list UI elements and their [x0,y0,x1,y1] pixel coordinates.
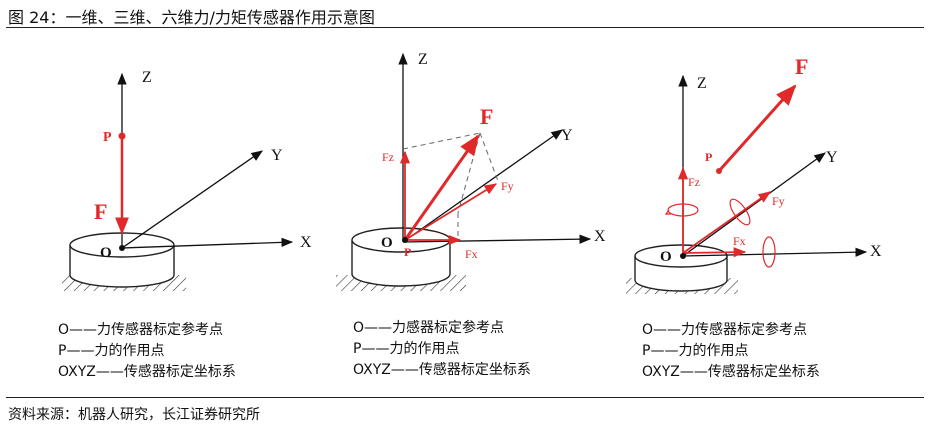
origin-label: O [381,235,393,251]
point-p-label: P [705,150,712,164]
legend-item: OXYZ——传感器标定坐标系 [353,361,531,378]
sensor-cylinder [336,227,466,291]
fx-label: Fx [733,234,746,248]
y-axis-label: Y [561,127,573,144]
y-axis-label: Y [826,149,838,166]
y-axis [682,152,826,257]
moment-ring-z [664,203,699,217]
fy-label: Fy [501,179,514,193]
z-axis-label: Z [142,69,152,86]
point-p-label: P [103,130,112,145]
origin-point [402,237,408,243]
x-axis-label: X [300,234,312,251]
force-label: F [94,199,107,224]
fx-label: Fx [465,247,478,261]
fz-label: Fz [688,175,700,189]
z-axis-label: Z [418,51,428,68]
legend-item: OXYZ——传感器标定坐标系 [58,363,236,380]
force-sensor-diagram: Z Y X P F O O——力传感器标定参考点 P——力的作用点 OXYZ——… [58,51,882,380]
legend-item: O——力感器标定参考点 [353,319,504,336]
force-arrow [717,84,797,172]
figure-title: 图 24：一维、三维、六维力/力矩传感器作用示意图 [8,8,375,27]
point-p [118,132,126,140]
legend-item: P——力的作用点 [58,343,164,359]
origin-point [680,253,686,259]
panel-1d: Z Y X P F O O——力传感器标定参考点 P——力的作用点 OXYZ——… [58,69,312,380]
x-axis-label: X [594,228,606,245]
panel-6d: Z Y X F P Fz Fy Fx O O——力传感器标定参考点 P——力的作… [626,54,882,380]
y-axis [402,129,563,243]
x-axis-label: X [870,243,882,260]
fy-arrow [404,183,498,241]
z-axis-label: Z [697,75,707,92]
title-rule [6,27,924,28]
force-label: F [795,54,808,79]
fx-arrow [682,247,747,258]
force-label: F [480,104,493,129]
fz-label: Fz [382,150,394,164]
y-axis-label: Y [271,147,283,164]
legend-item: O——力传感器标定参考点 [642,321,807,338]
origin-label: O [100,245,112,261]
panel-3d: Z Y X F Fz Fy Fx O P O——力感器标定参考点 P——力的作用… [336,51,606,378]
legend-panel-3: O——力传感器标定参考点 P——力的作用点 OXYZ——传感器标定坐标系 [642,321,820,380]
sensor-cylinder [62,232,186,291]
origin-point [119,245,125,251]
x-axis [402,234,592,244]
legend-item: P——力的作用点 [642,343,748,359]
fy-label: Fy [772,194,785,208]
x-axis [121,237,294,249]
figure-source: 资料来源：机器人研究，长江证券研究所 [8,407,260,423]
point-p-label: P [404,245,411,259]
point-p [716,168,722,174]
fy-arrow [682,191,772,254]
legend-panel-2: O——力感器标定参考点 P——力的作用点 OXYZ——传感器标定坐标系 [353,319,531,378]
moment-ring-x [762,236,776,268]
y-axis [121,150,263,249]
legend-item: O——力传感器标定参考点 [58,321,223,338]
legend-item: OXYZ——传感器标定坐标系 [642,363,820,380]
legend-panel-1: O——力传感器标定参考点 P——力的作用点 OXYZ——传感器标定坐标系 [58,321,236,380]
force-arrow [403,134,480,241]
origin-label: O [660,249,672,265]
source-rule [6,397,924,398]
legend-item: P——力的作用点 [353,341,459,357]
moment-ring-y [729,198,751,226]
